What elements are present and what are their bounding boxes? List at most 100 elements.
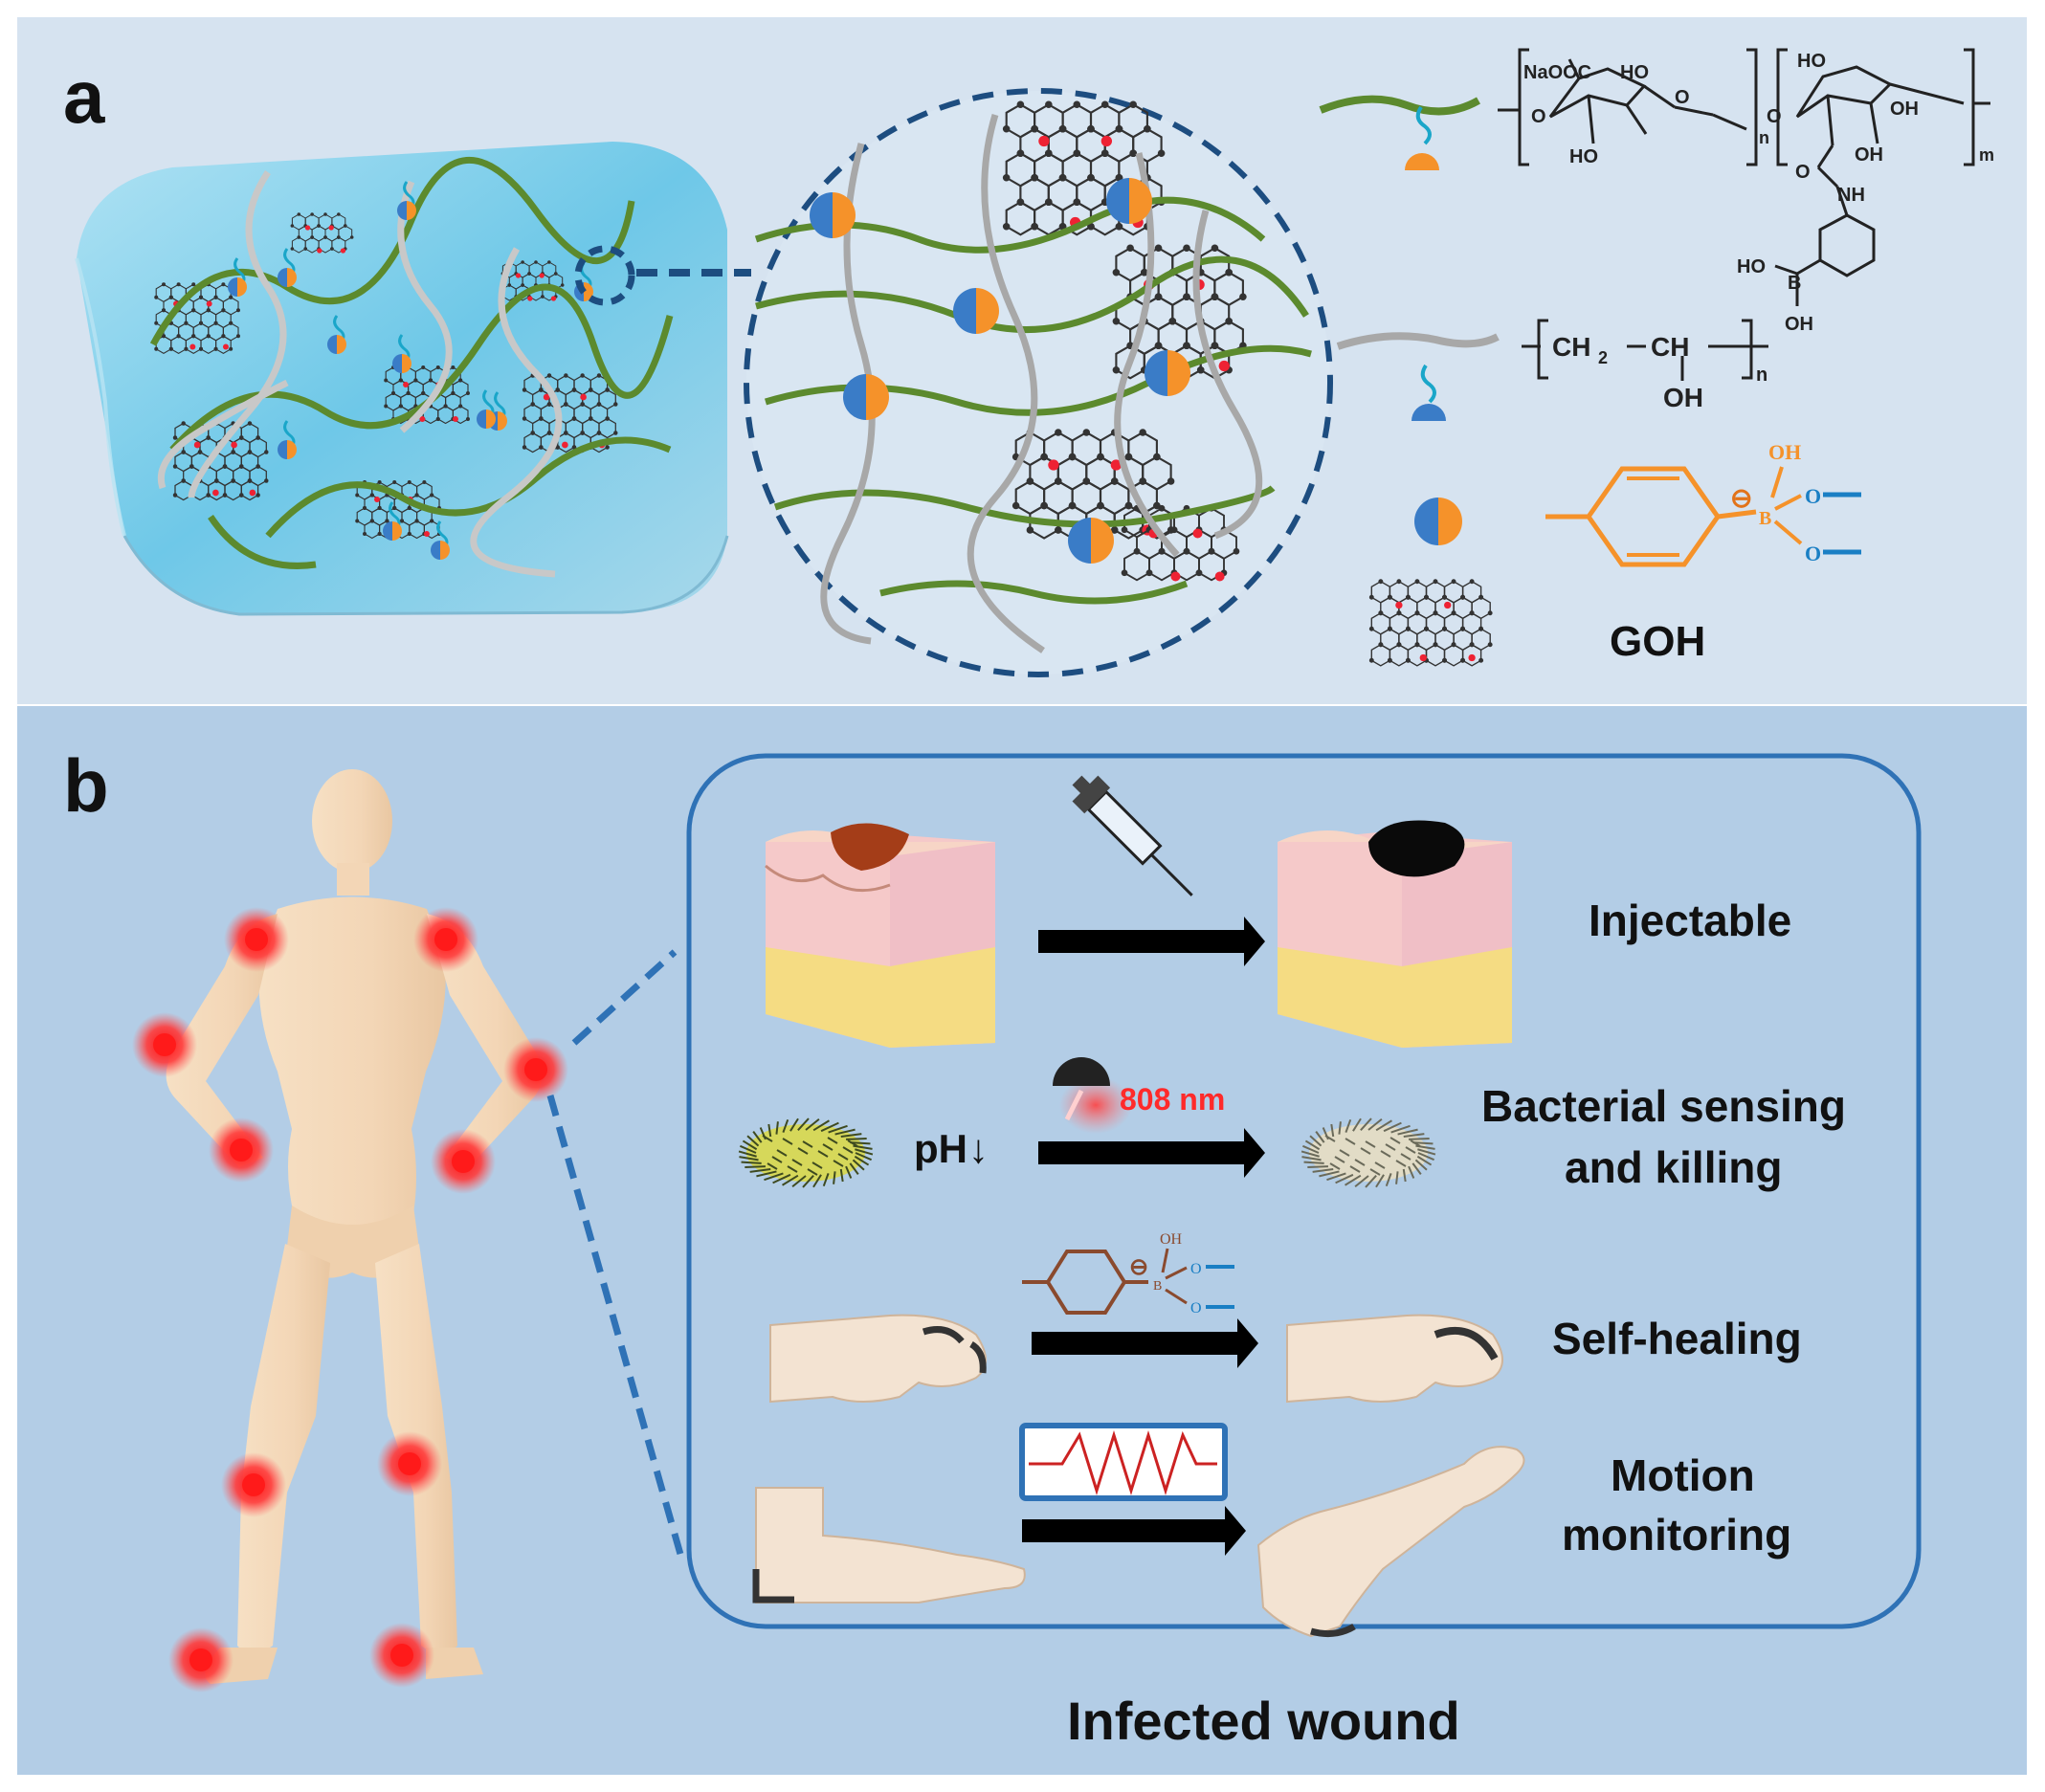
crosslink-half-blue [278,268,287,287]
flagellum [805,1117,820,1131]
carbon-atom [369,493,374,498]
carbon-atom [384,404,389,409]
hydroxyl-dot [231,441,237,449]
gray-chain [188,170,287,498]
carbon-atom [1121,526,1128,534]
arrow-shaft-2 [1038,1141,1244,1164]
carbon-atom [1087,173,1095,182]
carbon-atom [539,416,544,421]
carbon-atom [256,464,260,469]
carbon-atom [310,212,314,216]
borate-oh: OH [1768,440,1801,464]
carbon-atom [1153,453,1161,461]
carbon-atom [303,247,307,251]
flagellum [1411,1162,1422,1175]
graphene-sheet [1011,429,1175,540]
carbon-atom [1170,526,1178,534]
crosslink-half-orange [1129,178,1152,224]
hydroxyl-dot [206,300,212,307]
hotspot-core [434,928,457,951]
pili [791,1159,803,1166]
gray-chain [967,113,1045,653]
hydroxyl-dot [328,225,334,231]
flagellum [1402,1168,1407,1183]
crosslink-half-blue [477,409,486,429]
carbon-atom [1144,124,1151,133]
flagellum [739,1156,759,1161]
flagellum [742,1139,758,1151]
flagellum [797,1117,810,1131]
crosslink-half-orange [866,374,889,420]
feature-label-motion-line2: monitoring [1562,1510,1791,1560]
carbon-atom [596,402,602,407]
chem-n: n [1759,128,1769,147]
pili [787,1165,798,1173]
carbon-atom [407,480,411,484]
hydroxyl-dot [423,531,430,537]
carbon-atom [197,450,203,454]
flagellum [1417,1148,1436,1156]
zoom-network [754,100,1312,653]
flagellum [1309,1135,1323,1147]
carbon-atom [571,416,577,421]
arrow-head-1 [1244,917,1265,966]
carbon-atom [1208,547,1215,555]
carbon-atom [522,387,527,392]
carbon-atom [1378,610,1384,616]
hydroxyl-dot [1038,135,1050,147]
flagellum [855,1152,873,1161]
carbon-atom [1451,610,1456,616]
carbon-atom [1115,222,1123,231]
carbon-atom [458,404,463,409]
feature-label-motion-line1: Motion [1611,1450,1755,1500]
carbon-atom [310,235,314,239]
carbon-atom [1026,526,1034,534]
flagellum [812,1119,830,1132]
carbon-atom [231,478,235,483]
carbon-atom [181,450,186,454]
flagellum [739,1144,757,1154]
flagellum [1383,1121,1402,1133]
carbon-atom [1097,501,1104,510]
carbon-atom [1045,149,1053,158]
pili [1334,1156,1345,1163]
hydroxyl-dot [1444,601,1452,609]
flagellum [1301,1156,1322,1161]
hydroxyl-dot [515,273,522,278]
carbon-atom [189,464,194,469]
flagellum [782,1118,789,1133]
flagellum [820,1121,839,1133]
carbon-atom [413,378,418,383]
carbon-atom [199,295,203,299]
carbon-atom [363,506,367,510]
hydroxyl-dot [452,416,458,422]
chem-b: B [1788,273,1801,294]
mini-borate-o1: O [1190,1261,1202,1277]
carbon-atom [1478,594,1484,600]
crosslink-half-orange [440,541,450,560]
carbon-atom [1405,657,1411,663]
crosslink-half-orange [237,277,247,297]
carbon-atom [605,445,610,450]
carbon-atom [1225,317,1233,325]
chem-sub2: 2 [1598,348,1608,367]
pili [782,1138,793,1145]
carbon-atom [222,464,228,469]
crosslink-half-blue [1145,350,1167,396]
hydroxyl-dot [527,296,533,301]
flagellum [1375,1174,1385,1188]
crosslink-half-orange [287,440,297,459]
carbon-atom [264,450,269,454]
carbon-atom [1442,594,1447,600]
flagellum [1367,1117,1383,1131]
flagellum [1338,1121,1342,1135]
crosslink-half-blue [1068,518,1091,564]
chem-ho: HO [1620,62,1649,83]
carbon-atom [1139,429,1146,436]
carbon-atom [1055,477,1062,485]
hydroxyl-dot [580,393,587,401]
carbon-atom [184,321,189,325]
pili [1380,1150,1391,1158]
flagellum [764,1172,784,1182]
flagellum [1414,1159,1428,1171]
